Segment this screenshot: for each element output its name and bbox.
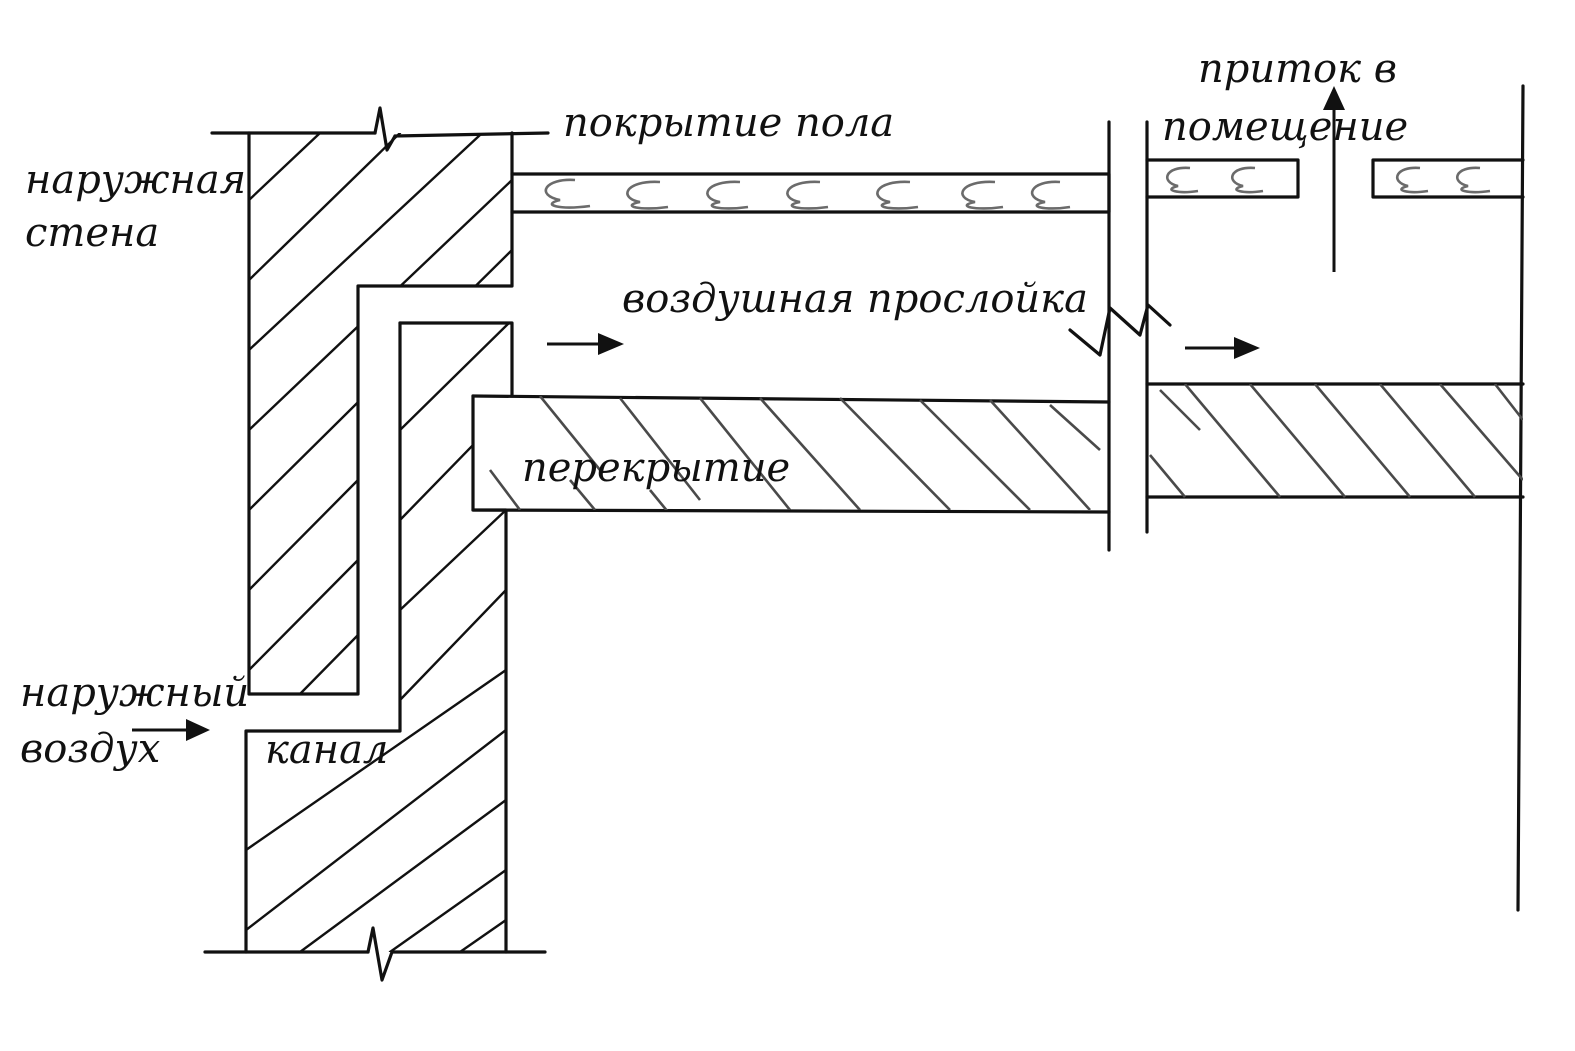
label-slab: перекрытие [522, 445, 790, 491]
supply-arrow-up [1323, 86, 1345, 272]
label-supply-line1: приток в [1198, 46, 1397, 92]
outside-air-arrow [132, 719, 210, 741]
break-marks [366, 106, 1172, 982]
outer-wall-upper [210, 131, 550, 696]
floor-covering-left [510, 172, 1111, 214]
label-channel: канал [265, 727, 388, 773]
label-outer-wall-line2: стена [25, 210, 159, 256]
channel-wall [203, 321, 547, 954]
label-outside-air-line1: наружный [20, 670, 249, 716]
floor-covering-right [1145, 158, 1525, 199]
label-outer-wall-line1: наружная [25, 157, 246, 203]
air-gap-arrow-right [1185, 337, 1260, 359]
label-outside-air-line2: воздух [20, 726, 160, 772]
air-gap-arrow-left [547, 333, 624, 355]
slab-right [1145, 382, 1525, 499]
label-supply-line2: помещение [1162, 104, 1408, 150]
label-air-gap: воздушная прослойка [622, 276, 1088, 322]
label-floor-covering: покрытие пола [563, 100, 894, 146]
slab-left [471, 394, 1111, 514]
